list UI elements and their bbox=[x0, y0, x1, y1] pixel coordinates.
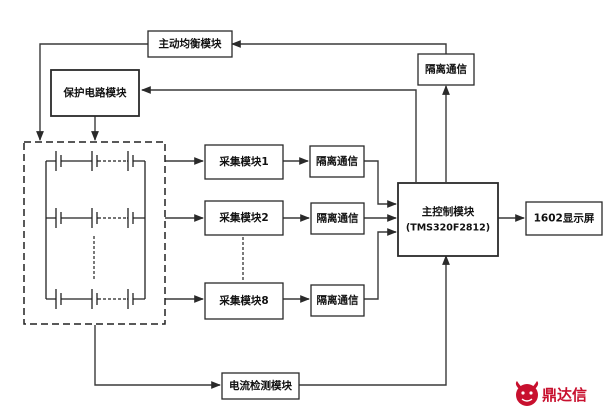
watermark-text: 鼎达信 bbox=[542, 386, 587, 404]
collect-module-2-label: 采集模块2 bbox=[218, 211, 268, 224]
collect-module-1-label: 采集模块1 bbox=[218, 155, 268, 168]
display-label: 1602显示屏 bbox=[534, 213, 595, 225]
battery-row-2 bbox=[46, 208, 145, 228]
isolation-1: 隔离通信 bbox=[309, 145, 365, 178]
battery-string bbox=[45, 151, 146, 309]
current-detect-label: 电流检测模块 bbox=[229, 379, 292, 392]
collect-module-8: 采集模块8 bbox=[204, 282, 284, 320]
isolation-2-label: 隔离通信 bbox=[317, 212, 359, 225]
protection-module: 保护电路模块 bbox=[50, 69, 140, 117]
main-control-label: 主控制模块 bbox=[422, 205, 475, 218]
battery-pack-border bbox=[23, 141, 166, 325]
balance-module-label: 主动均衡模块 bbox=[159, 37, 222, 50]
wire-current-to-main bbox=[299, 255, 450, 386]
isolation-top: 隔离通信 bbox=[417, 53, 475, 86]
wire-main-to-protection bbox=[141, 86, 417, 182]
collect-module-8-label: 采集模块8 bbox=[218, 294, 268, 307]
watermark-logo: 鼎达信 bbox=[515, 381, 587, 406]
isolation-8-label: 隔离通信 bbox=[317, 294, 359, 307]
collect-module-1: 采集模块1 bbox=[204, 144, 284, 180]
wire-isolation-1-to-main bbox=[364, 160, 397, 208]
battery-pack bbox=[23, 141, 166, 325]
wire-balance-to-pack bbox=[36, 43, 148, 141]
protection-module-label: 保护电路模块 bbox=[63, 86, 127, 99]
wire-pack-to-current bbox=[94, 325, 221, 389]
main-control-module: 主控制模块 (TMS320F2812) bbox=[397, 182, 499, 257]
isolation-top-label: 隔离通信 bbox=[425, 63, 467, 76]
balance-module: 主动均衡模块 bbox=[147, 30, 233, 58]
battery-row-8 bbox=[46, 289, 145, 309]
isolation-1-label: 隔离通信 bbox=[316, 155, 358, 168]
battery-row-1 bbox=[46, 151, 145, 171]
wire-isolation-8-to-main bbox=[364, 228, 397, 300]
display-module: 1602显示屏 bbox=[525, 201, 603, 236]
connection-lines bbox=[36, 40, 525, 389]
collect-module-2: 采集模块2 bbox=[204, 200, 284, 236]
main-control-chip-label: (TMS320F2812) bbox=[406, 223, 490, 234]
isolation-8: 隔离通信 bbox=[310, 284, 365, 317]
current-detect-module: 电流检测模块 bbox=[221, 372, 300, 400]
wire-isolation-to-balance bbox=[231, 40, 447, 54]
bull-head-logo-icon bbox=[515, 381, 539, 406]
isolation-2: 隔离通信 bbox=[310, 202, 365, 235]
